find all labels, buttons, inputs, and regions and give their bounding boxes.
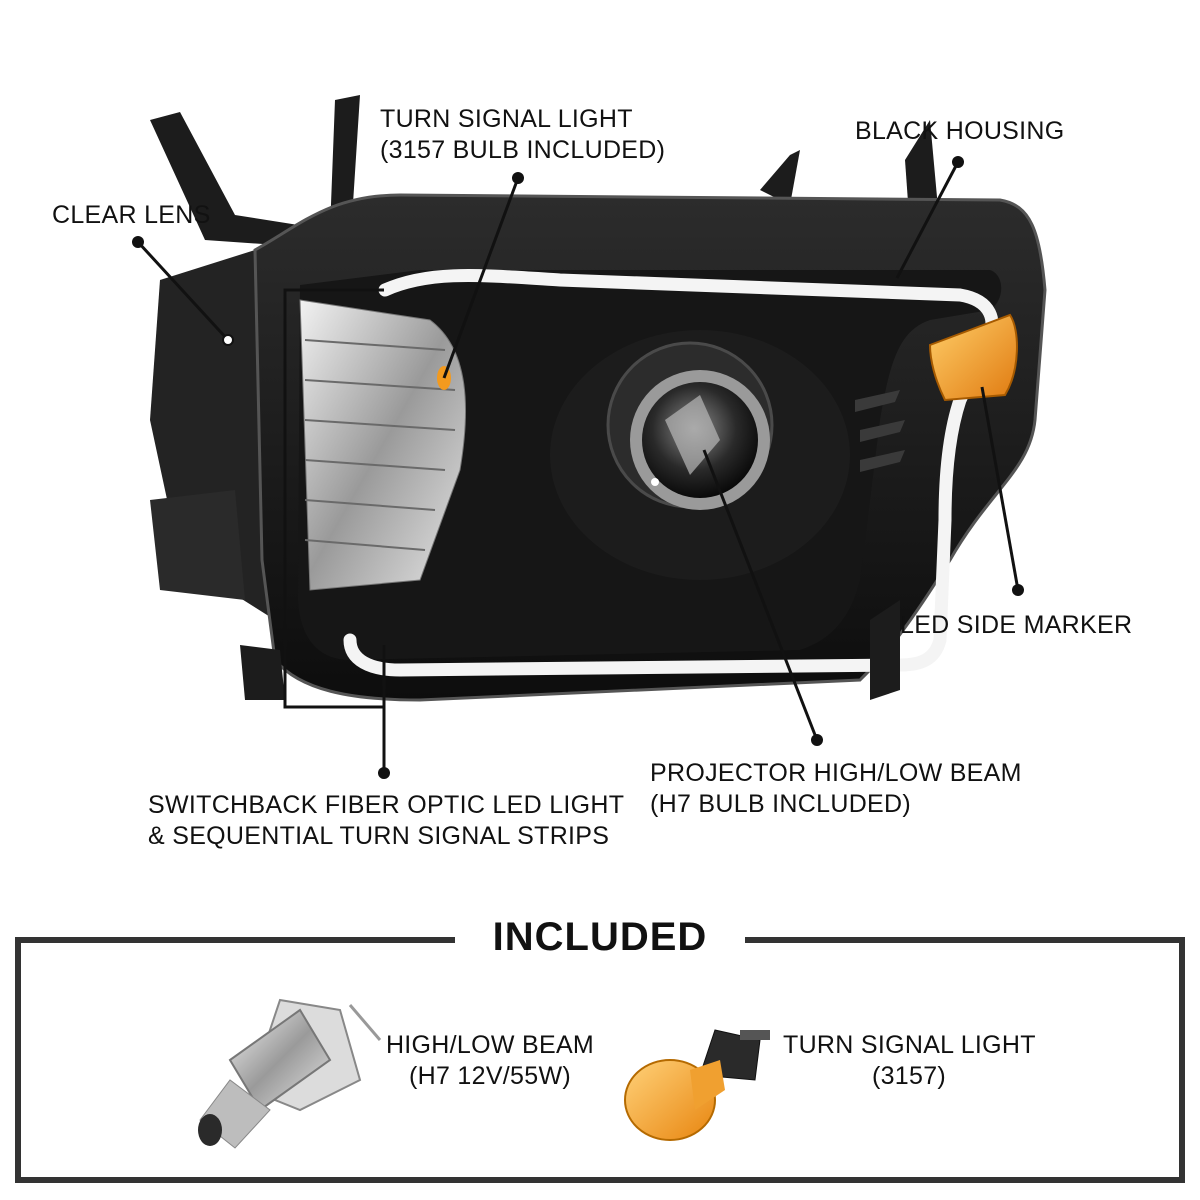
- 3157-amber-bulb-icon: [624, 1029, 770, 1141]
- callout-turn-signal: TURN SIGNAL LIGHT (3157 BULB INCLUDED): [380, 104, 665, 166]
- callout-projector-line1: PROJECTOR HIGH/LOW BEAM: [650, 759, 1022, 787]
- included-item-h7-line1: HIGH/LOW BEAM: [385, 1031, 595, 1059]
- callout-fiber-optic: SWITCHBACK FIBER OPTIC LED LIGHT & SEQUE…: [148, 790, 624, 852]
- included-item-3157-line2: (3157): [871, 1062, 947, 1090]
- callout-projector-line2: (H7 BULB INCLUDED): [650, 790, 912, 818]
- side-vents: [855, 390, 905, 472]
- lower-left-tab: [240, 645, 285, 700]
- h7-bulb-icon: [198, 998, 382, 1149]
- callout-clear-lens: CLEAR LENS: [52, 201, 211, 229]
- mounting-bracket-left: [150, 95, 360, 250]
- included-item-h7-label: HIGH/LOW BEAM (H7 12V/55W): [385, 1030, 595, 1092]
- lower-mount-tab: [870, 600, 900, 700]
- led-side-marker-amber: [928, 313, 1018, 402]
- included-frame: [15, 937, 1185, 1183]
- callout-fiber-optic-line1: SWITCHBACK FIBER OPTIC LED LIGHT: [148, 791, 625, 819]
- included-item-h7-line2: (H7 12V/55W): [409, 1062, 571, 1090]
- callout-turn-signal-line2: (3157 BULB INCLUDED): [380, 136, 666, 164]
- reflector-ribs: [304, 339, 456, 551]
- turn-signal-reflector: [299, 299, 467, 591]
- callout-black-housing: BLACK HOUSING: [855, 117, 1065, 145]
- callout-leaders: [132, 156, 1024, 779]
- projector-assembly: [550, 330, 850, 580]
- callout-projector: PROJECTOR HIGH/LOW BEAM (H7 BULB INCLUDE…: [650, 758, 1022, 820]
- included-item-3157-label: TURN SIGNAL LIGHT (3157): [783, 1030, 1036, 1092]
- callout-fiber-optic-line2: & SEQUENTIAL TURN SIGNAL STRIPS: [148, 822, 610, 850]
- callout-led-side-marker: LED SIDE MARKER: [900, 611, 1133, 639]
- rear-mount-grille: [150, 490, 245, 600]
- included-item-3157-line1: TURN SIGNAL LIGHT: [783, 1031, 1036, 1059]
- callout-turn-signal-line1: TURN SIGNAL LIGHT: [380, 105, 633, 133]
- included-title: INCLUDED: [492, 915, 708, 959]
- fiber-optic-led-strip: [343, 269, 999, 677]
